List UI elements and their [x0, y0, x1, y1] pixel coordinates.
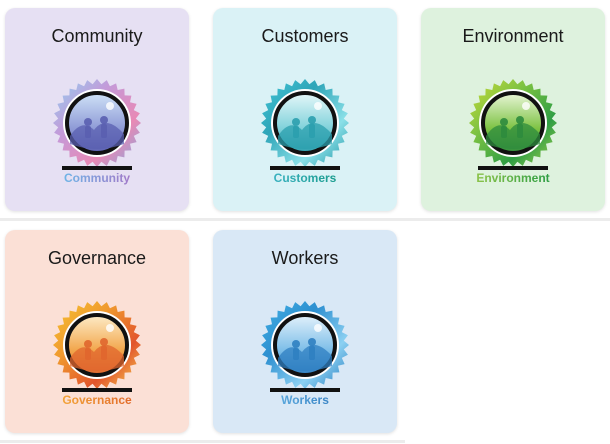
category-card-community[interactable]: Community Community	[5, 8, 189, 211]
mountain-badge-icon	[486, 102, 540, 149]
row-divider	[0, 218, 610, 221]
badge-image: Community	[52, 78, 142, 188]
community-badge-icon	[70, 102, 124, 149]
badge-bar	[62, 166, 132, 170]
badge-label: Community	[64, 171, 130, 185]
badge-bar	[62, 388, 132, 392]
badge-image: Governance	[52, 300, 142, 410]
badge-image: Customers	[260, 78, 350, 188]
card-title: Community	[51, 26, 143, 46]
badge-label: Customers	[274, 171, 337, 185]
badge-label: Governance	[62, 393, 132, 407]
badge-image: Workers	[260, 300, 350, 410]
badge-label: Workers	[281, 393, 329, 407]
category-card-governance[interactable]: Governance Governance	[5, 230, 189, 433]
badge-bar	[270, 388, 340, 392]
row-divider	[0, 440, 405, 443]
category-card-environment[interactable]: Environment Environment	[421, 8, 605, 211]
workers-badge-icon	[278, 324, 332, 371]
card-title: Customers	[261, 26, 349, 46]
category-card-workers[interactable]: Workers Workers	[213, 230, 397, 433]
badge-bar	[478, 166, 548, 170]
card-title: Environment	[462, 26, 564, 46]
badge-image: Environment	[468, 78, 558, 188]
columns-badge-icon	[70, 324, 124, 371]
card-title: Workers	[271, 248, 339, 268]
badge-bar	[270, 166, 340, 170]
badge-label: Environment	[476, 171, 549, 185]
category-card-customers[interactable]: Customers Customers	[213, 8, 397, 211]
handshake-badge-icon	[278, 102, 332, 149]
card-title: Governance	[47, 248, 147, 268]
